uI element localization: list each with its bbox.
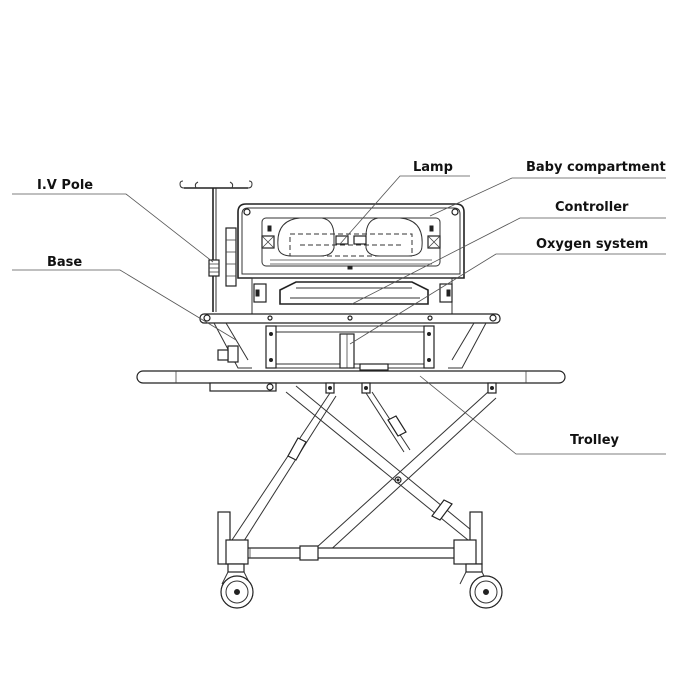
label-base: Base: [47, 255, 83, 270]
label-baby-compartment: Baby compartment: [526, 160, 666, 175]
leader-iv-pole: [12, 193, 214, 263]
label-trolley: Trolley: [570, 433, 619, 448]
leader-lamp: [339, 175, 470, 245]
iv-pole: [179, 180, 253, 312]
oxygen-system: [217, 325, 435, 371]
trolley: [136, 370, 566, 609]
leader-trolley: [419, 375, 666, 455]
leader-baby-compartment: [429, 177, 666, 217]
label-controller: Controller: [555, 200, 629, 215]
leader-base: [12, 269, 237, 341]
label-lamp: Lamp: [413, 160, 453, 175]
leader-controller: [351, 217, 666, 305]
leader-oxygen-system: [349, 253, 666, 345]
base: [199, 313, 501, 369]
label-oxygen-system: Oxygen system: [536, 237, 649, 252]
baby-compartment: [225, 203, 465, 287]
lamp: [289, 233, 413, 257]
controller: [251, 277, 453, 317]
label-iv-pole: I.V Pole: [37, 178, 94, 193]
leader-lines: [12, 175, 666, 455]
